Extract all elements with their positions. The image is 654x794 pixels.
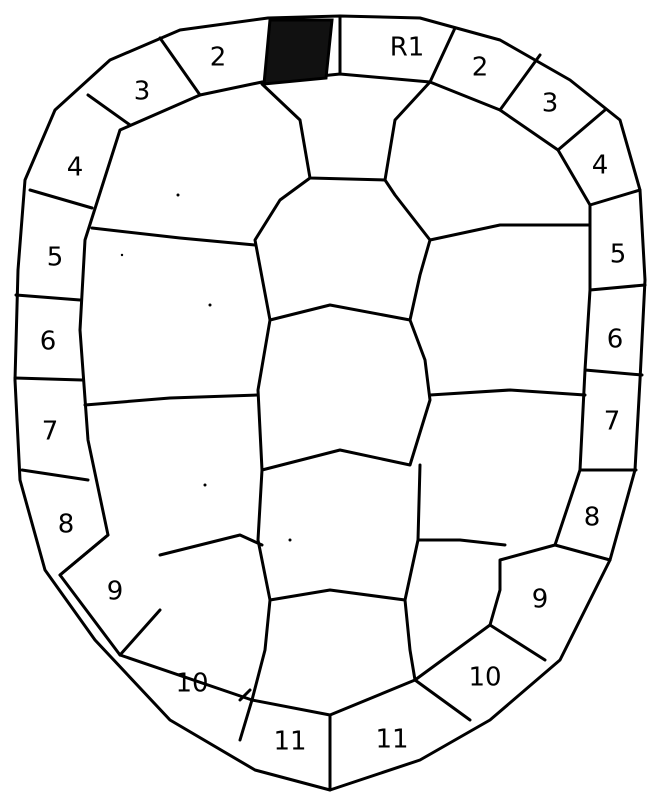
marginal-label-left-4: 4	[67, 153, 84, 183]
marginal-divider	[88, 95, 130, 125]
vertebral-scute-4	[258, 465, 420, 600]
costal-divider-left	[92, 228, 255, 245]
marginal-label-left-5: 5	[47, 243, 64, 273]
marginal-divider	[558, 110, 605, 150]
marginal-inner-boundary	[60, 74, 590, 715]
marginal-label-left-11: 11	[273, 727, 306, 757]
costal-divider-right	[418, 540, 505, 545]
costal-divider-left	[160, 535, 262, 555]
marginal-divider	[415, 680, 470, 720]
speck	[177, 194, 180, 197]
marginal-label-left-9: 9	[107, 577, 124, 607]
vertebral-scute-1	[262, 82, 430, 180]
marginal-divider	[22, 470, 88, 480]
marginal-label-right-7: 7	[604, 407, 621, 437]
marginal-label-right-11: 11	[375, 725, 408, 755]
marginal-label-left-6: 6	[40, 327, 57, 357]
marginal-divider	[430, 28, 455, 82]
costal-divider-left	[85, 395, 258, 405]
marginal-divider	[500, 55, 540, 110]
marginal-divider	[15, 378, 82, 380]
marginal-label-right-10: 10	[468, 663, 501, 693]
marginal-divider	[590, 190, 640, 205]
nuchal-marked-scute	[264, 20, 332, 84]
marginal-divider	[585, 370, 642, 375]
marginal-label-left-10: 10	[175, 669, 208, 699]
marginal-divider	[490, 625, 545, 660]
speck	[121, 254, 123, 256]
marginal-divider	[16, 295, 80, 300]
marginal-label-left-7: 7	[42, 417, 59, 447]
vertebral-scute-1-body	[255, 178, 430, 320]
marginal-label-right-8: 8	[584, 503, 601, 533]
costal-divider-right	[430, 390, 585, 395]
vertebral-scute-3	[258, 320, 430, 470]
speck	[209, 304, 212, 307]
marginal-label-right-2: 2	[472, 53, 489, 83]
marginal-label-left-8: 8	[58, 510, 75, 540]
marginal-label-left-3: 3	[134, 77, 151, 107]
marginal-divider	[120, 610, 160, 655]
vertebral-scute-5	[252, 600, 415, 700]
speck	[204, 484, 207, 487]
marginal-label-right-9: 9	[532, 585, 549, 615]
marginal-label-right-5: 5	[610, 240, 627, 270]
marginal-label-right-3: 3	[542, 89, 559, 119]
marginal-divider	[60, 535, 108, 575]
marginal-divider	[30, 190, 92, 208]
marginal-label-right-r1: R1	[390, 33, 425, 63]
marginal-divider	[555, 545, 610, 560]
marginal-divider	[240, 700, 252, 740]
marginal-divider	[160, 38, 200, 95]
marginal-divider	[590, 285, 645, 290]
marginal-label-right-6: 6	[607, 325, 624, 355]
marginal-label-right-4: 4	[592, 151, 609, 181]
speck	[289, 539, 292, 542]
marginal-label-left-2: 2	[210, 43, 227, 73]
costal-divider-right	[430, 225, 590, 240]
